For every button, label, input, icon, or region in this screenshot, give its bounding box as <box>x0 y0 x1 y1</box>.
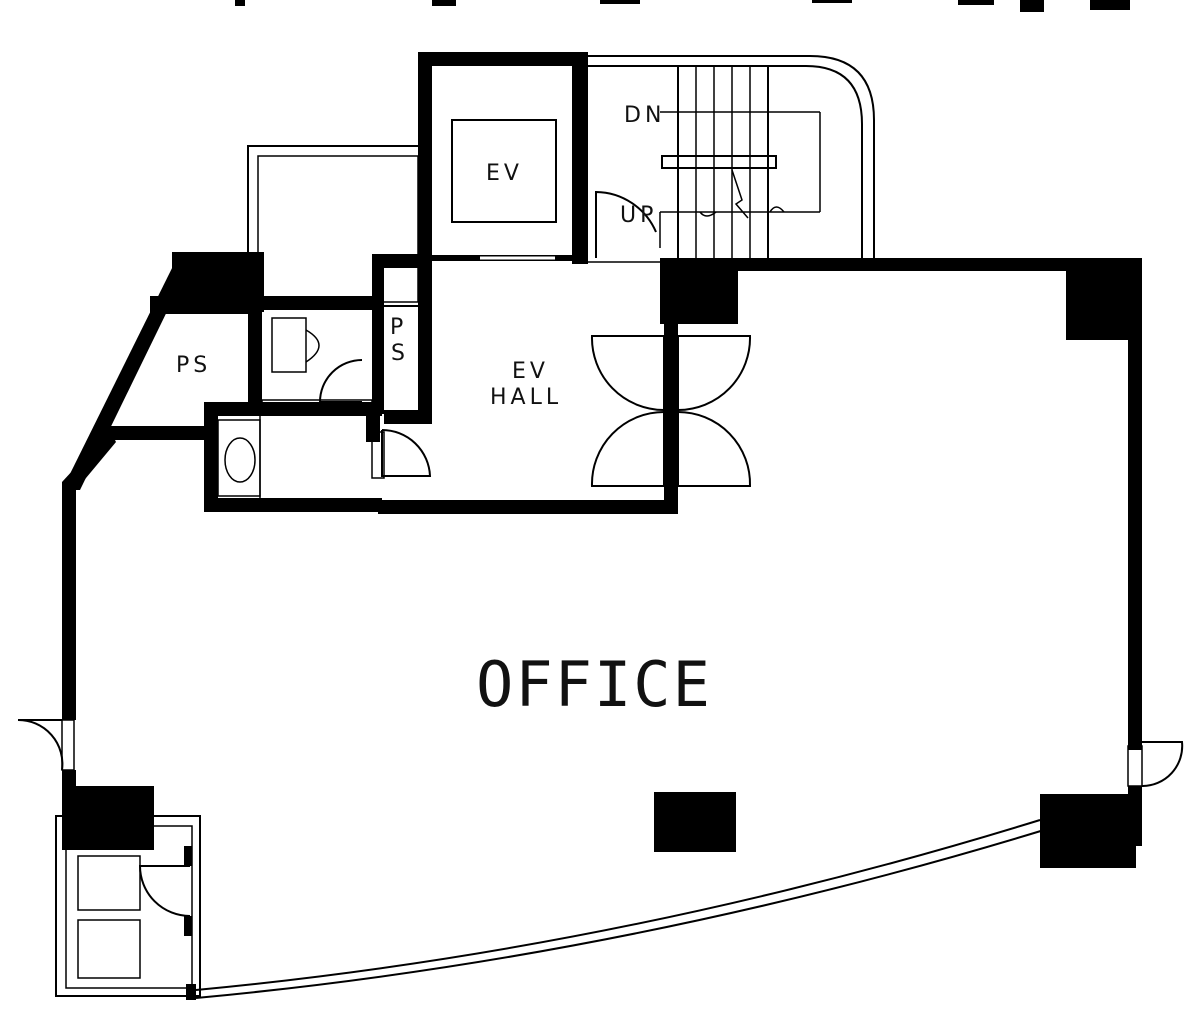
columns <box>62 252 1142 868</box>
storage-room <box>247 145 421 307</box>
staircase: DN UP <box>588 55 875 263</box>
stair-down-label: DN <box>624 103 665 128</box>
office-label: OFFICE <box>476 648 712 721</box>
sw-utility-rooms <box>55 815 201 1000</box>
washroom <box>204 402 432 512</box>
ps-vertical-label-p: P <box>390 315 407 340</box>
ps-left-label: PS <box>176 353 211 378</box>
ps-shaft-left: PS <box>104 296 262 440</box>
office-walls <box>62 252 1142 999</box>
elevator-shaft <box>418 52 588 264</box>
stair-up-label: UP <box>620 203 657 228</box>
toilet-room <box>261 296 373 405</box>
ps-vertical-label-s: S <box>391 341 409 366</box>
east-door <box>1127 741 1184 788</box>
ev-hall-label-line1: EV <box>512 359 549 384</box>
west-door <box>17 718 75 771</box>
ps-shaft-vertical: P S <box>390 315 409 366</box>
scan-marks <box>235 0 1130 12</box>
ev-label: EV <box>486 161 523 186</box>
ev-hall-label-line2: HALL <box>490 385 562 410</box>
ev-hall: EV HALL <box>372 254 752 514</box>
